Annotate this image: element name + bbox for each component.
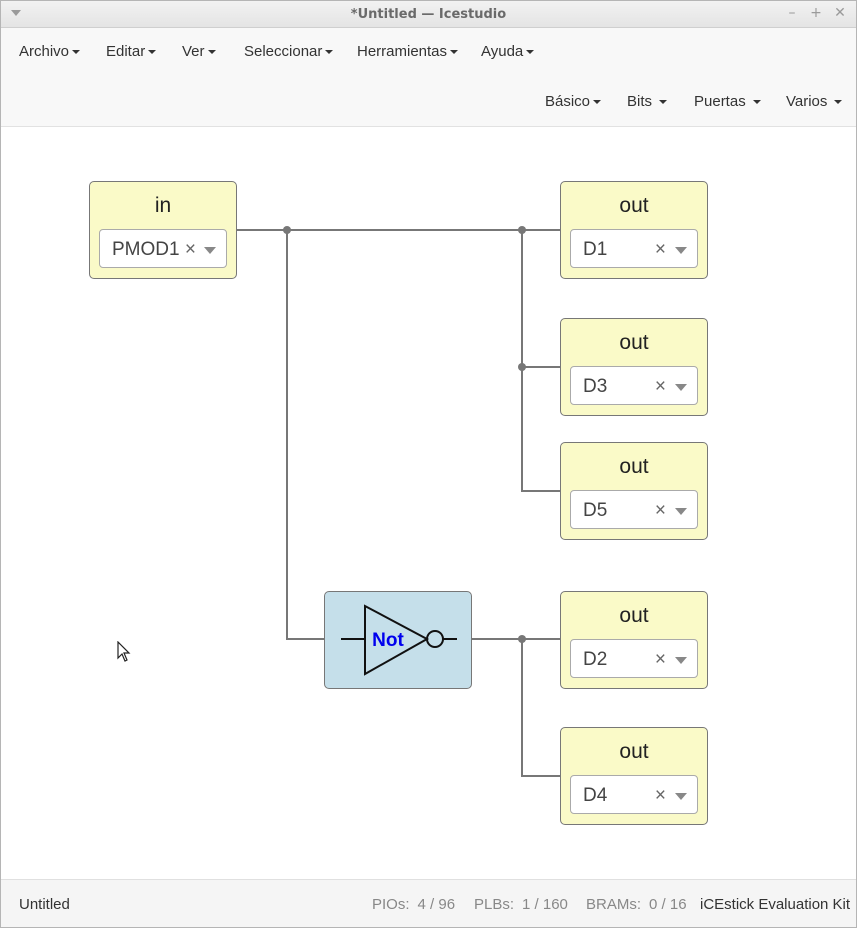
minimize-icon[interactable]: – (788, 5, 796, 21)
menu-seleccionar[interactable]: Seleccionar (244, 43, 334, 60)
pin-select[interactable]: D4 × (570, 775, 698, 814)
menu-ayuda[interactable]: Ayuda (481, 43, 535, 60)
block-label: out (619, 740, 649, 763)
caret-down-icon (207, 50, 216, 55)
wire-junction (283, 226, 291, 234)
close-icon[interactable]: ✕ (834, 5, 846, 21)
wire-junction (518, 226, 526, 234)
pin-select[interactable]: D1 × (570, 229, 698, 268)
menu-editar[interactable]: Editar (106, 43, 157, 60)
output-block-d1[interactable]: out D1 × (560, 181, 708, 279)
design-canvas[interactable]: in PMOD1 × out D1 × out D3 × (1, 127, 856, 879)
wire-to-d5[interactable] (521, 230, 560, 492)
caret-down-icon (752, 100, 761, 105)
pin-select-value: D3 (583, 376, 608, 397)
clear-icon[interactable]: × (654, 239, 666, 260)
clear-icon[interactable]: × (654, 376, 666, 397)
caret-down-icon (450, 50, 459, 55)
status-brams: BRAMs:0 / 16 (586, 896, 687, 913)
output-block-d3[interactable]: out D3 × (560, 318, 708, 416)
block-label: out (619, 331, 649, 354)
dropdown-arrow-icon[interactable] (675, 247, 687, 254)
block-label: in (154, 194, 172, 217)
not-gate-label: Not (372, 630, 404, 651)
status-filename: Untitled (19, 896, 70, 913)
caret-down-icon (834, 100, 843, 105)
wire-junction (518, 363, 526, 371)
menu-varios[interactable]: Varios (786, 93, 843, 110)
block-label: out (619, 604, 649, 627)
pin-select-value: PMOD1 (112, 239, 180, 260)
menu-archivo[interactable]: Archivo (19, 43, 81, 60)
menu-basico[interactable]: Básico (545, 93, 602, 110)
dropdown-arrow-icon[interactable] (675, 657, 687, 664)
wires (237, 226, 560, 777)
caret-down-icon (325, 50, 334, 55)
menu-bits[interactable]: Bits (627, 93, 668, 110)
clear-icon[interactable]: × (654, 500, 666, 521)
dropdown-arrow-icon[interactable] (675, 508, 687, 515)
caret-down-icon (72, 50, 81, 55)
pin-select-value: D2 (583, 649, 608, 670)
status-pios: PIOs:4 / 96 (372, 896, 456, 913)
input-block-pmod1[interactable]: in PMOD1 × (89, 181, 237, 279)
caret-down-icon (659, 100, 668, 105)
pin-select[interactable]: D2 × (570, 639, 698, 678)
caret-down-icon (593, 100, 602, 105)
dropdown-arrow-icon[interactable] (675, 793, 687, 800)
pin-select[interactable]: PMOD1 × (99, 229, 227, 268)
menu-bar: Archivo Editar Ver Seleccionar Herramien… (1, 28, 856, 127)
pin-select[interactable]: D3 × (570, 366, 698, 405)
dropdown-arrow-icon[interactable] (204, 247, 216, 254)
pin-select-value: D4 (583, 785, 608, 806)
dropdown-arrow-icon[interactable] (675, 384, 687, 391)
status-plbs: PLBs:1 / 160 (474, 896, 568, 913)
status-board[interactable]: iCEstick Evaluation Kit (700, 896, 851, 913)
wire-to-d4[interactable] (521, 639, 560, 777)
maximize-icon[interactable]: + (810, 5, 822, 21)
clear-icon[interactable]: × (654, 649, 666, 670)
pin-select-value: D5 (583, 500, 608, 521)
status-bar: Untitled PIOs:4 / 96 PLBs:1 / 160 BRAMs:… (1, 879, 856, 927)
pin-select[interactable]: D5 × (570, 490, 698, 529)
menu-puertas[interactable]: Puertas (694, 93, 761, 110)
clear-icon[interactable]: × (184, 239, 196, 260)
title-bar[interactable]: *Untitled — Icestudio – + ✕ (1, 1, 856, 28)
output-block-d2[interactable]: out D2 × (560, 591, 708, 689)
window-menu-icon[interactable] (11, 10, 21, 16)
wire-junction (518, 635, 526, 643)
wire-in-not[interactable] (286, 230, 324, 640)
block-label: out (619, 194, 649, 217)
menu-herramientas[interactable]: Herramientas (357, 43, 459, 60)
output-block-d4[interactable]: out D4 × (560, 727, 708, 825)
caret-down-icon (526, 50, 535, 55)
caret-down-icon (148, 50, 157, 55)
window-title: *Untitled — Icestudio (350, 7, 507, 22)
block-label: out (619, 455, 649, 478)
output-block-d5[interactable]: out D5 × (560, 442, 708, 540)
not-gate-icon: Not (341, 604, 457, 676)
pin-select-value: D1 (583, 239, 608, 260)
clear-icon[interactable]: × (654, 785, 666, 806)
menu-ver[interactable]: Ver (182, 43, 216, 60)
mouse-cursor-icon (117, 641, 131, 662)
not-gate-block[interactable]: Not (324, 591, 472, 689)
